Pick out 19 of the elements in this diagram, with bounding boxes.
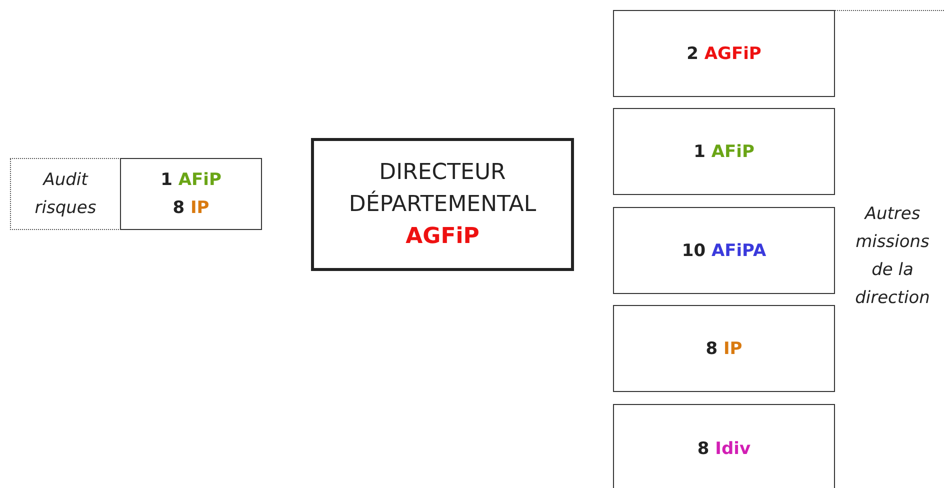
staff-box — [613, 108, 835, 195]
staff-count: 2 AGFiP — [686, 42, 762, 66]
staff-box — [613, 10, 835, 97]
staff-count: 8 Idiv — [697, 438, 751, 461]
staff-box — [613, 207, 835, 294]
staff-count: 8 IP — [172, 197, 210, 220]
staff-box — [613, 305, 835, 392]
staff-count: 8 IP — [706, 338, 742, 360]
director-box — [311, 138, 574, 271]
staff-box — [120, 158, 262, 230]
grade-label: AGFiP — [406, 222, 480, 250]
staff-box — [613, 404, 835, 488]
title-text: DIRECTEUR DÉPARTEMENTAL — [348, 158, 538, 218]
staff-count: 1 AFiP — [694, 140, 754, 164]
group-label: Audit risques — [34, 169, 98, 220]
group-label: Autres missions de la direction — [854, 202, 931, 310]
staff-count: 1 AFiP — [160, 169, 222, 192]
staff-count: 10 AFiPA — [682, 240, 766, 262]
group-label-box — [10, 158, 121, 230]
